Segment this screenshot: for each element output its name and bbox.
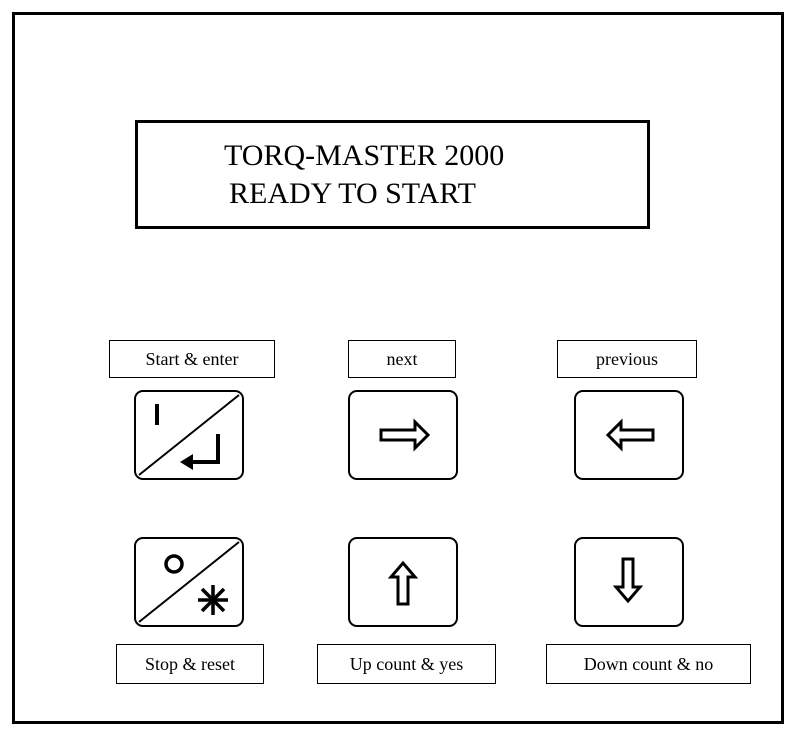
up-arrow-icon xyxy=(387,560,419,606)
controller-panel xyxy=(12,12,784,724)
start-enter-icon xyxy=(138,394,240,476)
previous-button[interactable] xyxy=(574,390,684,480)
left-arrow-icon xyxy=(605,418,655,452)
next-button[interactable] xyxy=(348,390,458,480)
stop-reset-label: Stop & reset xyxy=(116,644,264,684)
down-count-button[interactable] xyxy=(574,537,684,627)
up-count-button[interactable] xyxy=(348,537,458,627)
down-count-label: Down count & no xyxy=(546,644,751,684)
next-label: next xyxy=(348,340,456,378)
start-enter-button[interactable] xyxy=(134,390,244,480)
previous-label: previous xyxy=(557,340,697,378)
stop-reset-button[interactable] xyxy=(134,537,244,627)
start-enter-label: Start & enter xyxy=(109,340,275,378)
lcd-display: TORQ-MASTER 2000 READY TO START xyxy=(135,120,650,229)
display-line-1: TORQ-MASTER 2000 xyxy=(224,139,505,172)
up-count-label: Up count & yes xyxy=(317,644,496,684)
right-arrow-icon xyxy=(379,418,431,452)
display-line-2: READY TO START xyxy=(229,177,476,210)
down-arrow-icon xyxy=(612,557,644,604)
stop-reset-icon xyxy=(138,541,240,623)
